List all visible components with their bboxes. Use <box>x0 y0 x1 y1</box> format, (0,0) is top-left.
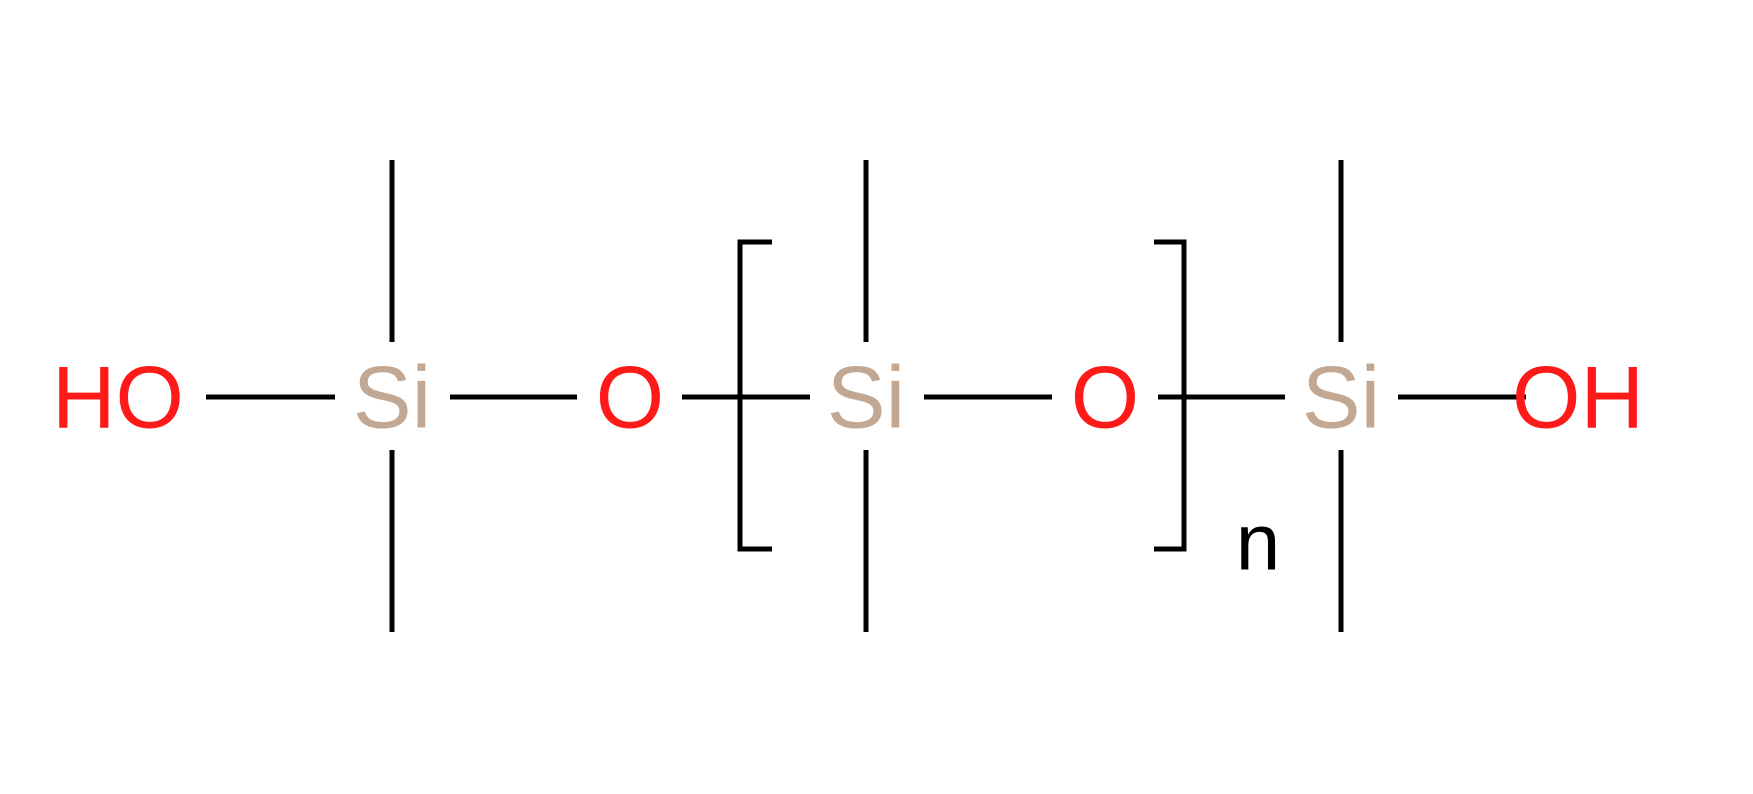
atom-si-repeat: Si <box>827 348 905 447</box>
atom-oh-right: OH <box>1512 348 1644 447</box>
atom-o-1: O <box>596 348 664 447</box>
repeat-subscript-n: n <box>1236 498 1281 587</box>
bracket-right <box>1154 239 1187 552</box>
atom-si-2: Si <box>1302 348 1380 447</box>
atom-o-repeat: O <box>1071 348 1139 447</box>
atom-ho-left: HO <box>52 348 184 447</box>
atom-si-1: Si <box>353 348 431 447</box>
bracket-left <box>737 239 772 552</box>
